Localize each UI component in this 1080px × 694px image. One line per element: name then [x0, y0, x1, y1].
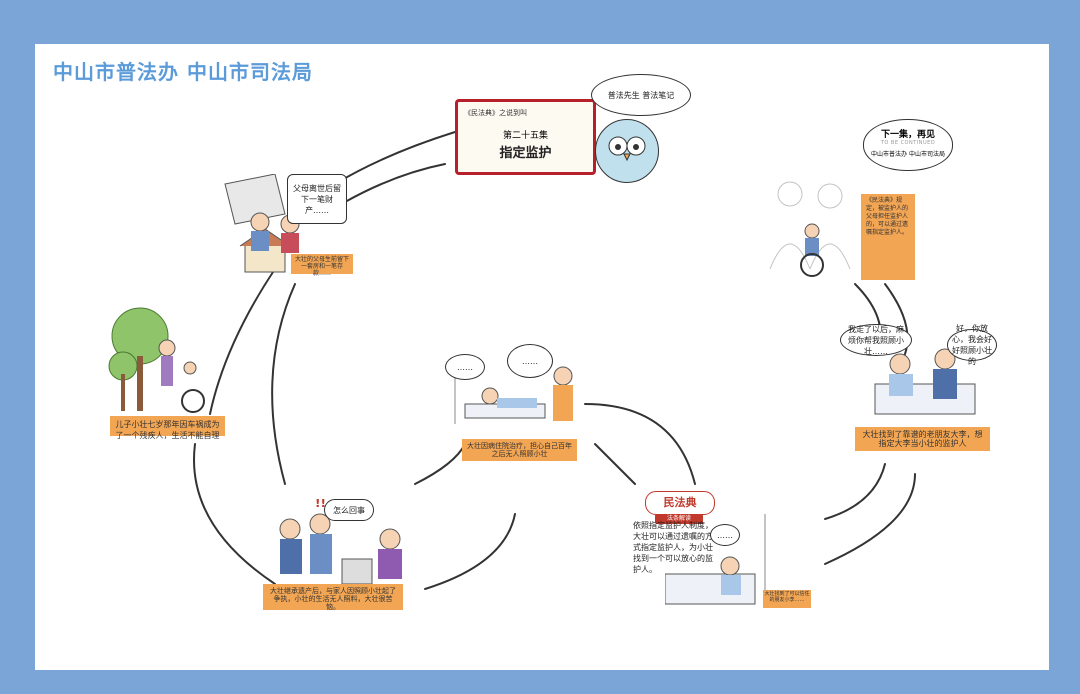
episode-number: 第二十五集 [502, 131, 548, 141]
next-episode-box: 下一集，再见 TO BE CONTINUED 中山市普法办 中山市司法局 [863, 119, 953, 171]
friends-speech-left: 我走了以后，麻烦你帮我照顾小壮…… [840, 324, 912, 356]
ward-speech-small: …… [710, 524, 740, 546]
next-org: 中山市普法办 中山市司法局 [871, 151, 945, 158]
law-sign: 民法典 [645, 491, 715, 515]
argument-illustration: !! [279, 496, 402, 585]
friends-panel: 我走了以后，麻烦你帮我照顾小壮…… 好，你放心，我会好好照顾小壮的 [835, 324, 997, 424]
page-title: 中山市普法办 中山市司法局 [53, 60, 313, 84]
wheelchair-boy-icon [800, 223, 824, 277]
hospital-speech-right: …… [507, 344, 553, 378]
argument-caption: 大壮继承遗产后，与家人因照顾小壮起了争执，小壮的生活无人照料，大壮很苦恼。 [263, 584, 403, 611]
episode-title: 指定监护 [499, 146, 552, 161]
park-caption: 儿子小壮七岁那年因车祸成为了一个残疾人，生活不能自理 [110, 416, 225, 440]
owl-mascot [595, 119, 659, 183]
owl-icon [608, 136, 646, 162]
series-title: 《民法典》之说到叫 [464, 109, 527, 117]
hospital-caption: 大壮因病住院治疗，担心自己百年之后无人照顾小壮 [462, 439, 577, 461]
owl-speech-bubble: 普法先生 普法笔记 [591, 74, 691, 116]
law-caption: 大壮找到了可以信任的朋友小李…… [763, 590, 811, 608]
friends-speech-right: 好，你放心，我会好好照顾小壮的 [947, 324, 997, 366]
next-title: 下一集，再见 [880, 130, 935, 140]
house-speech-bubble: 父母离世后留下一笔财产…… [287, 174, 347, 224]
hospital-illustration [454, 364, 573, 424]
friends-caption: 大壮找到了靠谱的老朋友大李，想指定大李当小壮的监护人 [855, 427, 990, 451]
friends-illustration [874, 348, 976, 415]
house-illustration [224, 173, 300, 273]
law-subtitle: 法条解读 [655, 514, 703, 524]
elder-caption: 《民法典》规定，被监护人的父母担任监护人的，可以通过遗嘱指定监护人。 [861, 194, 915, 280]
tree-wheelchair-illustration [108, 307, 205, 413]
argument-speech-bubble: 怎么回事 [324, 499, 374, 521]
house-caption: 大壮的父母生前留下一套房和一笔存款…… [291, 254, 353, 277]
ward-visit-illustration [664, 514, 766, 605]
park-panel [105, 306, 220, 416]
episode-cover: 《民法典》之说到叫 第二十五集 指定监护 [455, 99, 596, 175]
elders-illustration [769, 181, 851, 270]
comic-sheet: 中山市普法办 中山市司法局 《民法典》之说到叫 第二十五集 指定监护 普法先生 … [35, 44, 1049, 670]
ward-visit-panel: …… [664, 514, 810, 609]
svg-text:!!: !! [315, 499, 326, 510]
house-panel: 父母离世后留下一笔财产…… [215, 173, 347, 274]
argument-panel: !! 怎么回事 [260, 496, 410, 589]
next-subtitle: TO BE CONTINUED [880, 140, 936, 146]
law-text: 依照指定监护人制度，大壮可以通过遗嘱的方式指定监护人，为小壮找到一个可以放心的监… [633, 521, 713, 574]
hospital-speech-left: …… [445, 354, 485, 380]
hospital-panel: …… …… [445, 344, 585, 436]
connector-lines [193, 131, 916, 590]
elders-panel [765, 174, 855, 274]
